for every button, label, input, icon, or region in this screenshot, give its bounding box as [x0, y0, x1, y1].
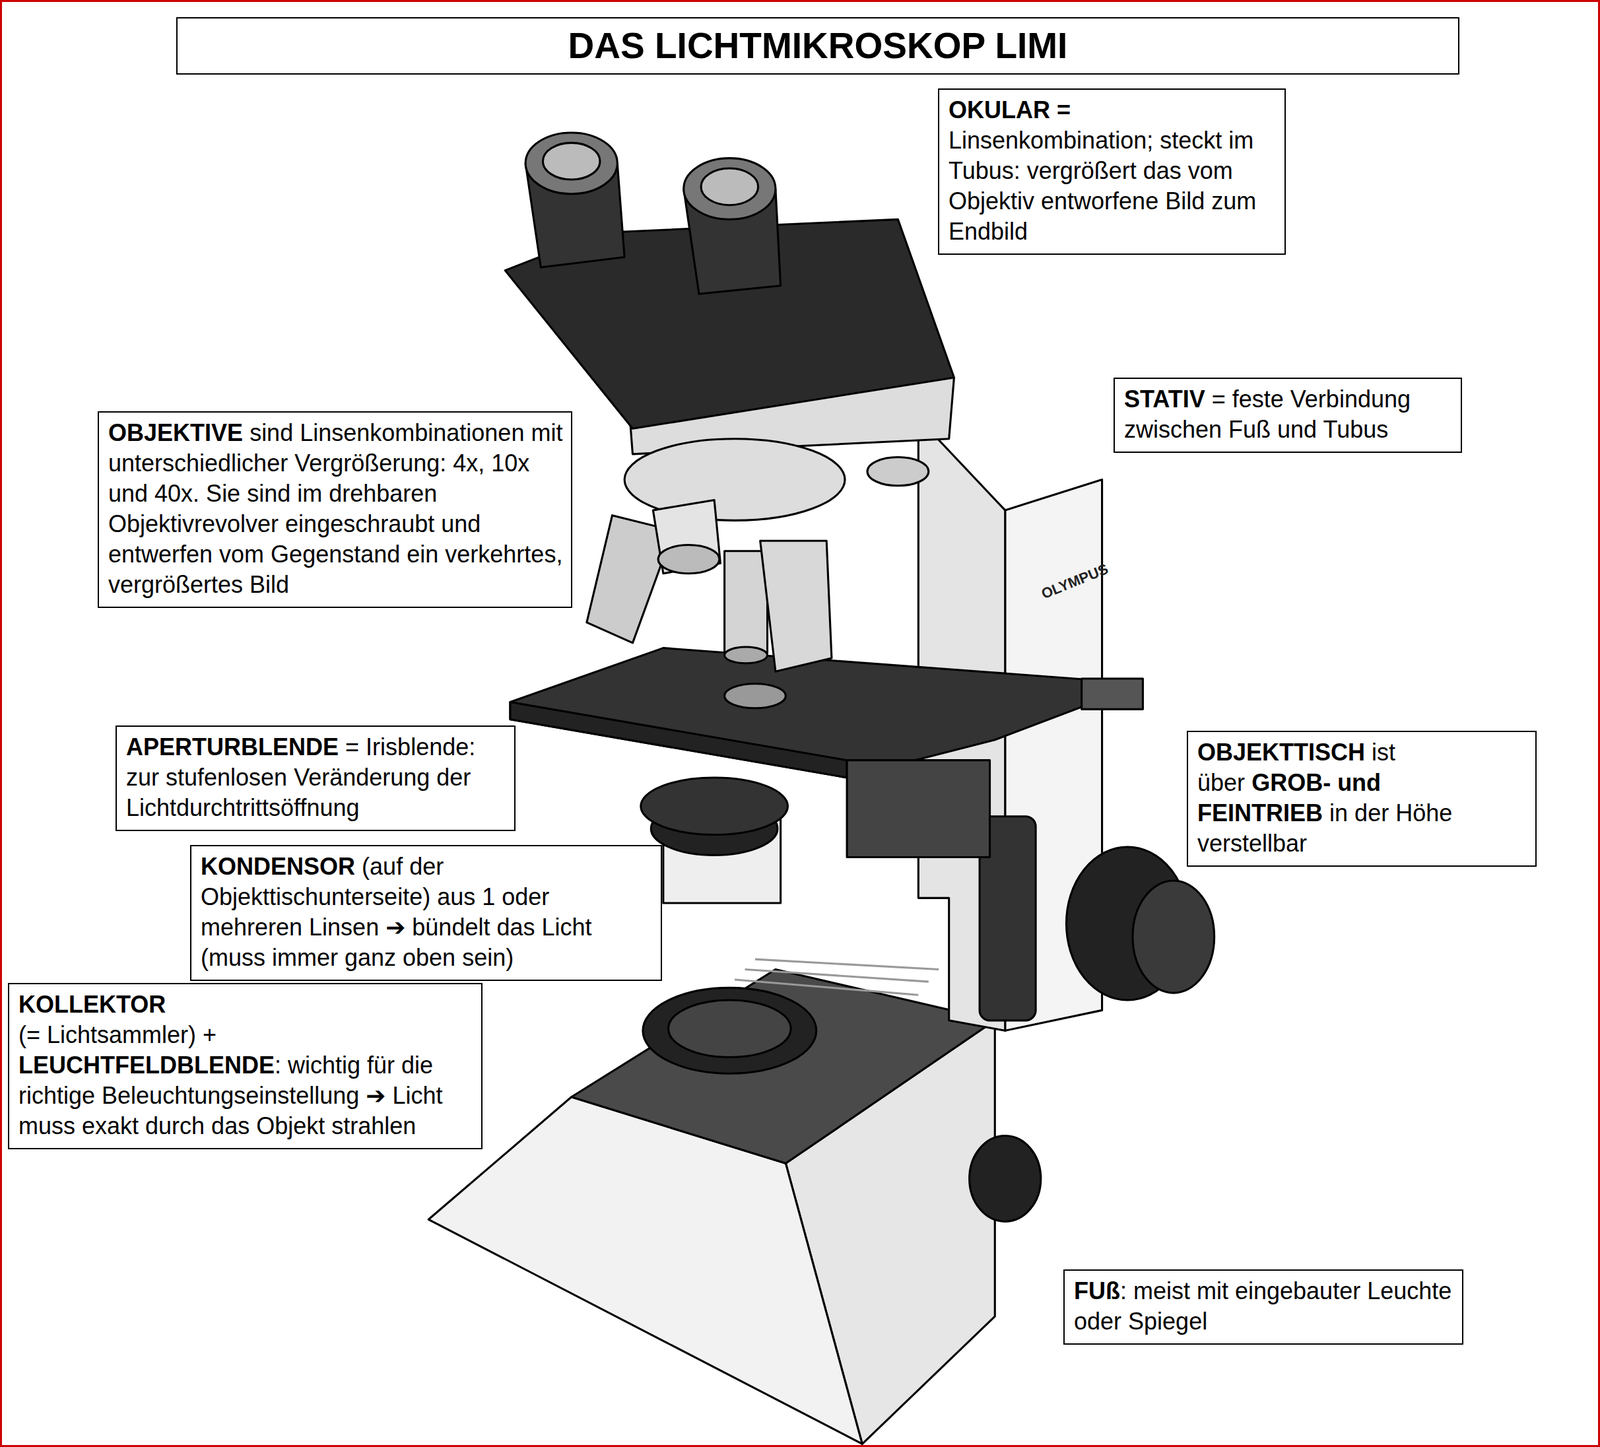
callout-heading: APERTURBLENDE	[126, 733, 339, 761]
callout-box: APERTURBLENDE= Irisblende: zur stufenlos…	[115, 725, 516, 832]
callout-heading: STATIV	[1124, 385, 1206, 413]
callout-heading: KOLLEKTOR	[18, 989, 474, 1020]
callout-text: : meist mit eingebauter Leuchte oder Spi…	[1073, 1277, 1452, 1335]
callout-heading: OBJEKTTISCH	[1197, 738, 1366, 766]
callout-box: OKULAR =Linsenkombination; steckt im Tub…	[937, 88, 1286, 255]
callout-text: Linsenkombination; steckt im Tubus: verg…	[948, 126, 1257, 245]
title-text: DAS LICHTMIKROSKOP LIMI	[568, 25, 1068, 67]
callout-box: OBJEKTIVEsind Linsenkombinationen mit un…	[97, 411, 573, 608]
callout-heading: LEUCHTFELDBLENDE	[18, 1051, 275, 1079]
callout-heading: FUß	[1073, 1277, 1121, 1305]
callout-box: KONDENSOR(auf der Objekttischunterseite)…	[190, 844, 663, 981]
callout-box: FUß: meist mit eingebauter Leuchte oder …	[1063, 1269, 1464, 1345]
callout-box: OBJEKTTISCHist überGROB- und FEINTRIEBin…	[1186, 730, 1537, 867]
callout-text: (= Lichtsammler) +	[18, 1019, 474, 1051]
callout-box: STATIV= feste Verbindung zwischen Fuß un…	[1113, 377, 1463, 453]
callout-heading: KONDENSOR	[200, 852, 356, 880]
callout-heading: OKULAR =	[948, 95, 1277, 126]
callout-heading: OBJEKTIVE	[108, 419, 243, 447]
title-box: DAS LICHTMIKROSKOP LIMI	[176, 17, 1460, 75]
callout-box: KOLLEKTOR(= Lichtsammler) +LEUCHTFELDBLE…	[7, 982, 483, 1150]
